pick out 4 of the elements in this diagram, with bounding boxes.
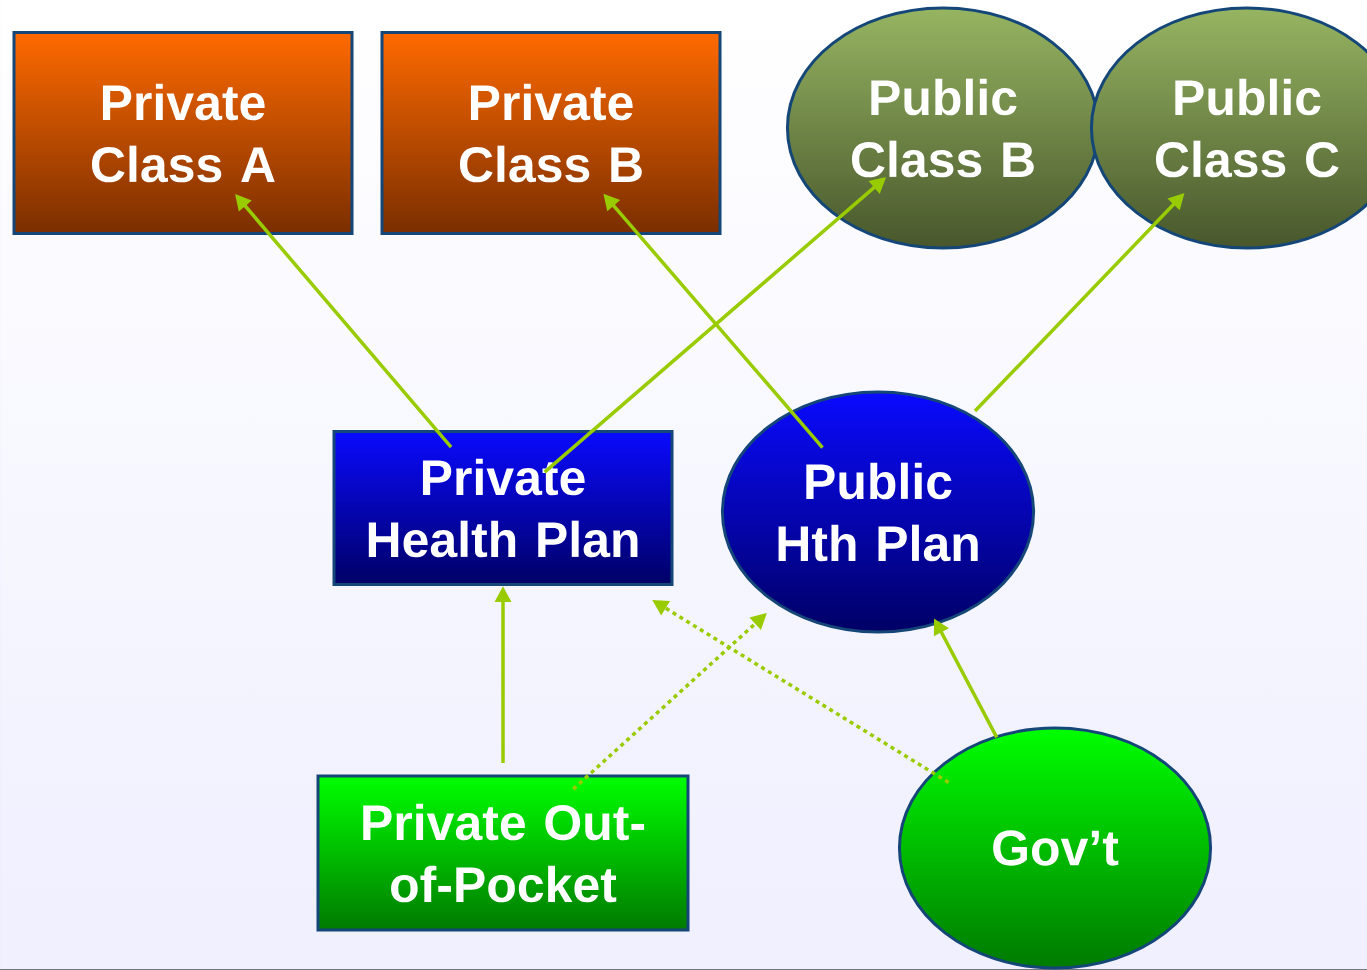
- class-box: Private Health Plan: [332, 430, 674, 586]
- class-box: Private Out-of-Pocket: [316, 774, 690, 932]
- class-box: Private Class B: [380, 31, 722, 235]
- class-box: Private Class A: [12, 31, 354, 235]
